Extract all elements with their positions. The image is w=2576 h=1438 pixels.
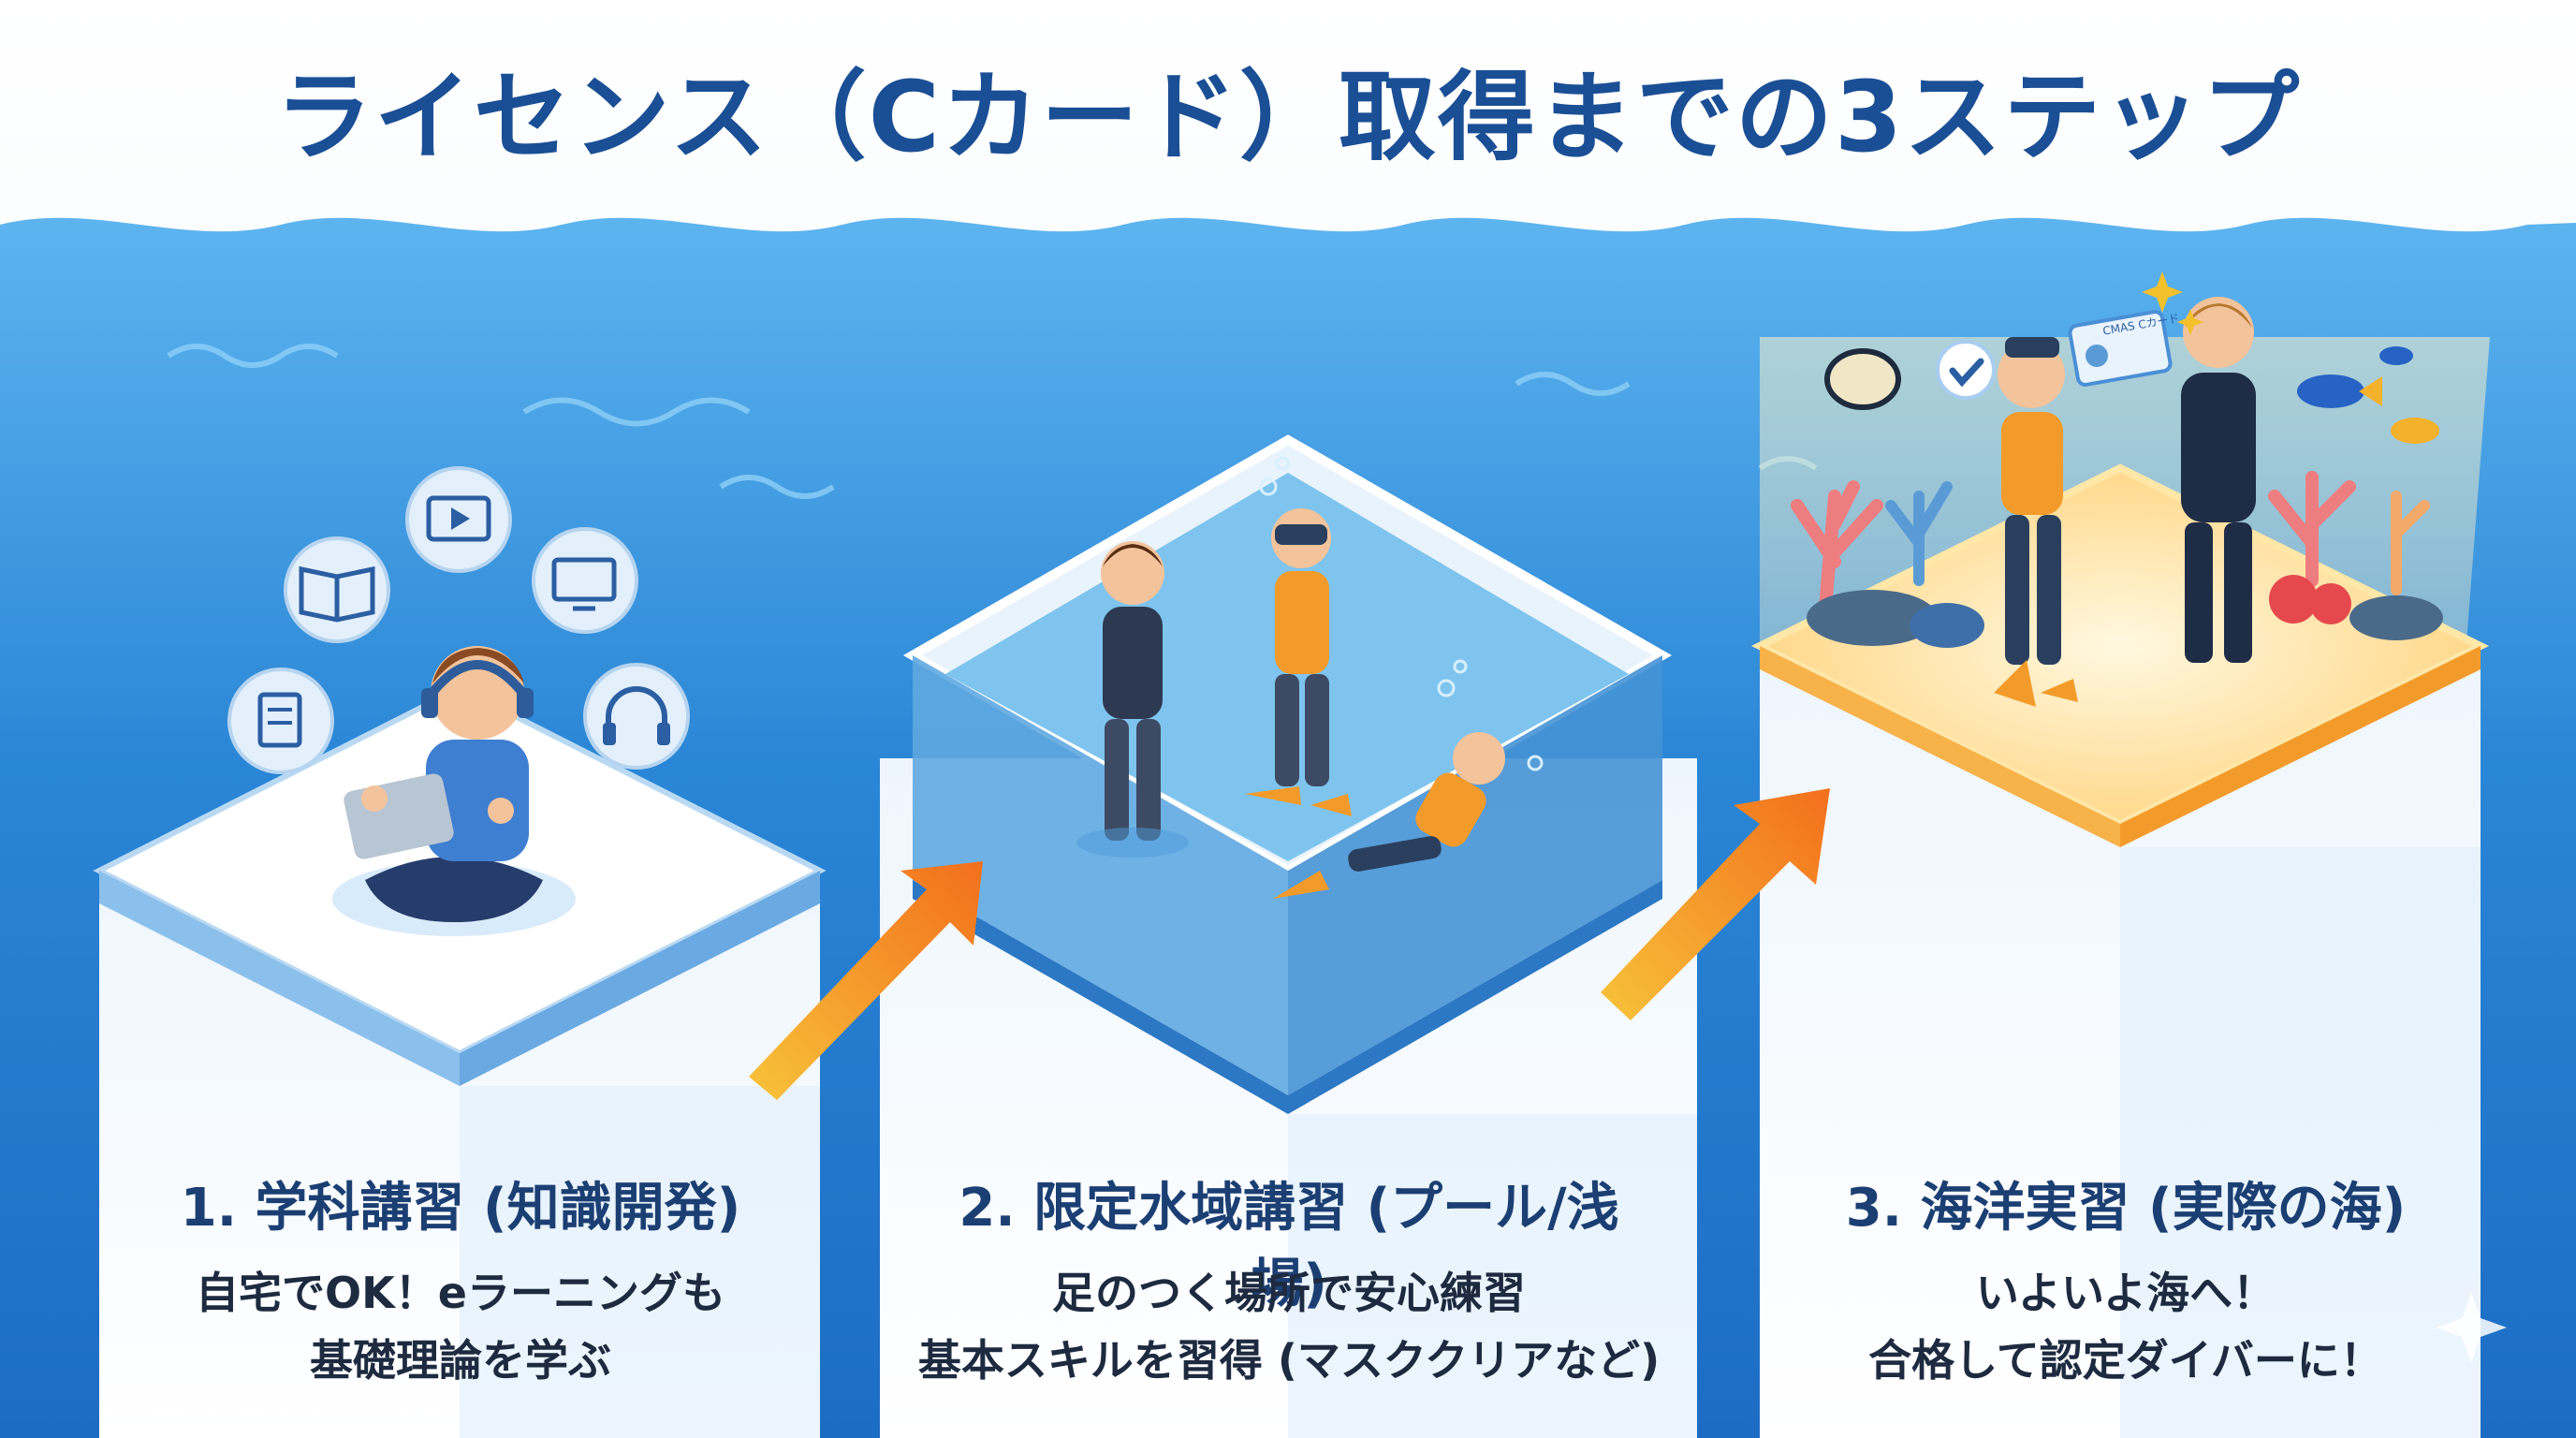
step1-column (93, 684, 827, 1438)
coral-reef (1791, 471, 2443, 648)
video-icon (405, 466, 512, 573)
bubbles (1259, 456, 1544, 771)
sparkle-icon (2436, 1292, 2507, 1363)
elearning-icon (532, 527, 638, 634)
step-2-line-2: 基本スキルを習得 (マスククリアなど) (917, 1335, 1661, 1386)
notes-icon (227, 668, 334, 774)
progress-arrow-1 (749, 861, 983, 1100)
step-3-description: いよいよ海へ！ 合格して認定ダイバーに！ (1751, 1259, 2500, 1394)
step-3-heading: 3. 海洋実習 (実際の海) (1845, 1178, 2407, 1239)
headphones-icon (583, 663, 690, 770)
certified-diver-figure (1994, 337, 2078, 707)
step-1-heading: 1. 学科講習 (知識開発) (180, 1178, 741, 1239)
step-1-line-2: 基礎理論を学ぶ (310, 1335, 611, 1386)
student-illustration (332, 646, 576, 936)
step-2-heading: 2. 限定水域講習 (プール/浅場) (959, 1178, 1619, 1314)
step-1-line-1: 自宅でOK！eラーニングも (196, 1268, 725, 1318)
sparkle-icons (2142, 271, 2203, 335)
check-badge-icon (1936, 340, 1996, 400)
step-1-description: 自宅でOK！eラーニングも 基礎理論を学ぶ (86, 1259, 835, 1394)
fish-group (1824, 346, 2439, 444)
swimming-diver-figure (1273, 732, 1505, 899)
page-title: ライセンス（Cカード）取得までの3ステップ (274, 60, 2302, 174)
step-3-line-2: 合格して認定ダイバーに！ (1868, 1335, 2383, 1386)
instructor-figure (2181, 297, 2256, 663)
step3-column (1750, 463, 2490, 1438)
step-2-line-1: 足のつく場所で安心練習 (1052, 1268, 1526, 1318)
step-2-description: 足のつく場所で安心練習 基本スキルを習得 (マスククリアなど) (915, 1259, 1663, 1394)
learning-icons (227, 466, 690, 774)
progress-arrow-2 (1601, 788, 1830, 1020)
instructor-figure (1076, 541, 1189, 858)
step-3-line-1: いよいよ海へ！ (1975, 1268, 2276, 1318)
book-icon (284, 536, 390, 643)
student-diver-figure (1245, 508, 1352, 816)
